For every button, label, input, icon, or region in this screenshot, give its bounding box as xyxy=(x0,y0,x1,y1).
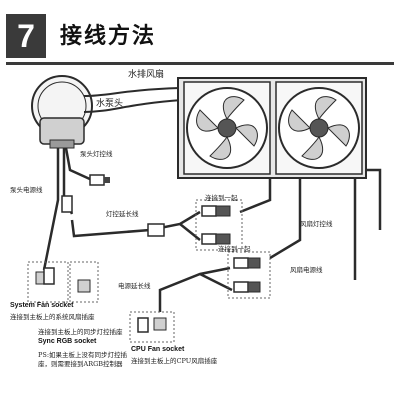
light-extension-cable-label: 灯控延长线 xyxy=(106,210,139,218)
fan-light-join-box xyxy=(195,199,243,251)
light-extension-connector xyxy=(147,223,165,237)
pump-power-connector xyxy=(61,195,73,213)
pump-head xyxy=(31,75,183,149)
header-divider xyxy=(6,62,394,65)
section-header: 7 接线方法 xyxy=(0,0,400,62)
cpu-fan-socket-label: CPU Fan socket xyxy=(131,346,185,353)
ps-note-line-1: PS:如果主板上没有同步灯控插 xyxy=(38,351,128,359)
pump-head-label: 水泵头 xyxy=(96,99,124,109)
connect-together-label-2: 连接到一起 xyxy=(218,245,251,253)
fan-left xyxy=(186,87,268,169)
step-number-badge: 7 xyxy=(6,14,46,58)
pump-light-connector xyxy=(89,174,110,186)
fan-cables xyxy=(239,168,382,280)
section-title: 接线方法 xyxy=(60,24,157,49)
cpu-fan-socket-box xyxy=(129,311,175,343)
power-extension-cable-label: 电源延长线 xyxy=(118,282,151,290)
fan-power-cable-label: 风扇电源线 xyxy=(290,266,323,274)
system-fan-socket-desc: 连接到主板上的系统风扇插座 xyxy=(10,313,95,321)
fan-right xyxy=(278,87,360,169)
radiator-fans-label: 水排风扇 xyxy=(128,70,165,80)
sync-rgb-socket-box xyxy=(69,261,99,303)
fan-power-join-box xyxy=(227,251,271,299)
system-fan-socket-label: System Fan socket xyxy=(10,302,74,309)
connect-together-label-1: 连接到一起 xyxy=(205,194,238,202)
cpu-fan-socket-desc: 连接到主板上的CPU风扇插座 xyxy=(131,357,218,365)
ps-note-line-2: 座，则需要接到ARGB控制器 xyxy=(38,360,123,368)
sync-socket-desc: 连接到主板上的同步灯控插座 xyxy=(38,328,123,336)
sync-rgb-socket-label: Sync RGB socket xyxy=(38,338,97,345)
power-extension-cable xyxy=(158,266,233,312)
pump-light-cable-label: 泵头灯控线 xyxy=(80,150,113,158)
fan-light-cable-label: 风扇灯控线 xyxy=(300,220,333,228)
pump-power-cable-label: 泵头电源线 xyxy=(10,186,43,194)
system-fan-socket-box xyxy=(27,261,69,303)
